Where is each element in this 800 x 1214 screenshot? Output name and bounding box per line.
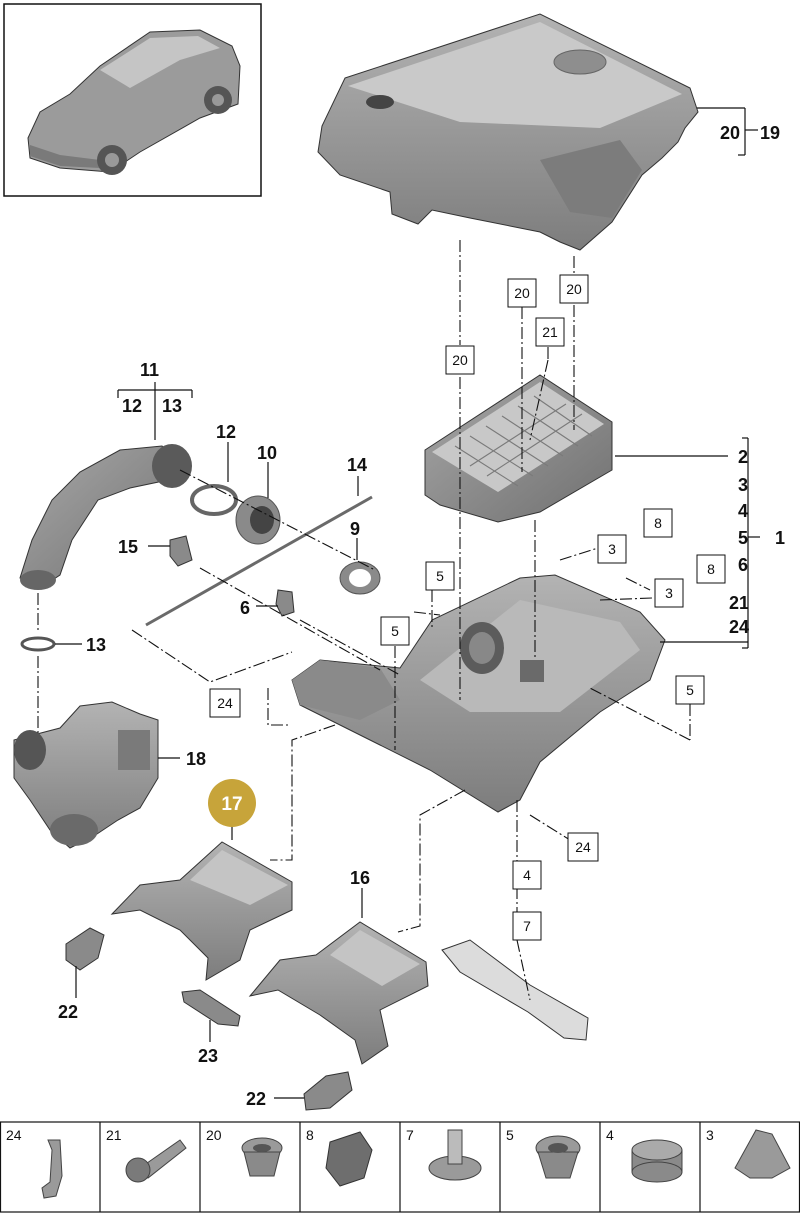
- box-8-b: 8: [696, 554, 726, 584]
- label-12: 12: [216, 422, 236, 442]
- label-11: 11: [140, 360, 159, 380]
- svg-text:20: 20: [566, 281, 582, 297]
- label-13-bracket: 13: [162, 396, 182, 416]
- label-19: 19: [760, 123, 780, 143]
- svg-text:5: 5: [436, 568, 444, 584]
- box-5-b: 5: [380, 616, 410, 646]
- svg-text:20: 20: [514, 285, 530, 301]
- thumb-label-8: 8: [306, 1127, 314, 1143]
- box-8-a: 8: [643, 508, 673, 538]
- highlight-label-17: 17: [221, 794, 242, 815]
- rod-part: [145, 495, 373, 627]
- holder-part-15: [169, 535, 193, 567]
- bracket-part-22b: [303, 1071, 353, 1111]
- coupling-part: [235, 495, 281, 545]
- svg-text:5: 5: [686, 682, 694, 698]
- label-6: 6: [738, 555, 748, 575]
- boxed-references: 20 20 20 21 8 3 8 3 5 5 5 24 24 4 7: [209, 274, 726, 941]
- svg-text:24: 24: [575, 839, 591, 855]
- label-4: 4: [738, 501, 748, 521]
- air-guide-part-16: [248, 921, 429, 1065]
- label-22-upper: 22: [58, 1002, 78, 1022]
- thumb-label-20: 20: [206, 1127, 222, 1143]
- svg-text:3: 3: [608, 541, 616, 557]
- box-3-b: 3: [654, 578, 684, 608]
- label-15: 15: [118, 537, 138, 557]
- clamp-part: [190, 484, 238, 516]
- box-4: 4: [512, 860, 542, 890]
- bracket-part-23: [181, 989, 241, 1027]
- box-3-a: 3: [597, 534, 627, 564]
- svg-text:24: 24: [217, 695, 233, 711]
- label-24-right: 24: [729, 617, 749, 637]
- box-20-b: 20: [507, 278, 537, 308]
- sensor-part-6: [275, 589, 295, 617]
- svg-text:3: 3: [665, 585, 673, 601]
- label-14: 14: [347, 455, 367, 475]
- label-9: 9: [350, 519, 360, 539]
- thumb-label-5: 5: [506, 1127, 514, 1143]
- leader-lines: [55, 107, 760, 1099]
- box-20-a: 20: [445, 345, 475, 375]
- thumb-grommet-20: [241, 1137, 283, 1177]
- box-24-b: 24: [567, 832, 599, 862]
- svg-text:8: 8: [654, 515, 662, 531]
- svg-text:5: 5: [391, 623, 399, 639]
- thumb-label-21: 21: [106, 1127, 122, 1143]
- box-21: 21: [535, 317, 565, 347]
- label-3: 3: [738, 475, 748, 495]
- label-12-bracket: 12: [122, 396, 142, 416]
- highlight-callout-17[interactable]: 17: [208, 779, 256, 827]
- box-5-a: 5: [425, 561, 455, 591]
- box-7: 7: [512, 911, 542, 941]
- dash-dot-leaders: [37, 240, 691, 1001]
- air-filter-element-part: [424, 374, 613, 523]
- thumb-grommet-5: [535, 1135, 581, 1179]
- intake-pipe-part: [19, 444, 192, 590]
- label-21-right: 21: [729, 593, 749, 613]
- label-1: 1: [775, 528, 785, 548]
- turbocharger-part: [13, 701, 159, 849]
- vehicle-thumbnail: [3, 3, 262, 197]
- seal-part: [339, 561, 381, 595]
- label-6-left: 6: [240, 598, 250, 618]
- svg-text:7: 7: [523, 918, 531, 934]
- guide-part-7: [441, 939, 589, 1041]
- box-5-c: 5: [675, 675, 705, 705]
- svg-text:8: 8: [707, 561, 715, 577]
- engine-cover-part: [317, 13, 699, 251]
- thumb-bushing-4: [631, 1139, 683, 1183]
- label-23: 23: [198, 1046, 218, 1066]
- air-guide-part-17: [110, 841, 293, 981]
- thumb-screw-21: [125, 1139, 187, 1183]
- label-10: 10: [257, 443, 277, 463]
- box-24-a: 24: [209, 688, 241, 718]
- svg-text:4: 4: [523, 867, 531, 883]
- hardware-strip: 24 21 20 8 7 5 4 3: [0, 1121, 800, 1213]
- label-20-top: 20: [720, 123, 740, 143]
- label-22-lower: 22: [246, 1089, 266, 1109]
- thumb-label-4: 4: [606, 1127, 614, 1143]
- svg-text:21: 21: [542, 324, 558, 340]
- o-ring-part: [20, 636, 56, 652]
- thumb-label-7: 7: [406, 1127, 414, 1143]
- label-18: 18: [186, 749, 206, 769]
- thumb-label-24: 24: [6, 1127, 22, 1143]
- air-filter-housing-part: [291, 574, 666, 813]
- box-20-c: 20: [559, 274, 589, 304]
- bracket-part-22a: [65, 927, 105, 971]
- thumb-clip-24: [41, 1139, 63, 1199]
- thumb-clip-7: [428, 1129, 482, 1181]
- label-16: 16: [350, 868, 370, 888]
- thumb-holder-8: [325, 1131, 373, 1187]
- part-number-labels: 20 19 2 3 4 5 6 21 24 1 11 12 13 12 10 1…: [58, 123, 785, 1109]
- label-13: 13: [86, 635, 106, 655]
- thumb-label-3: 3: [706, 1127, 714, 1143]
- label-2: 2: [738, 447, 748, 467]
- label-5: 5: [738, 528, 748, 548]
- thumb-clip-3: [734, 1129, 791, 1179]
- svg-text:20: 20: [452, 352, 468, 368]
